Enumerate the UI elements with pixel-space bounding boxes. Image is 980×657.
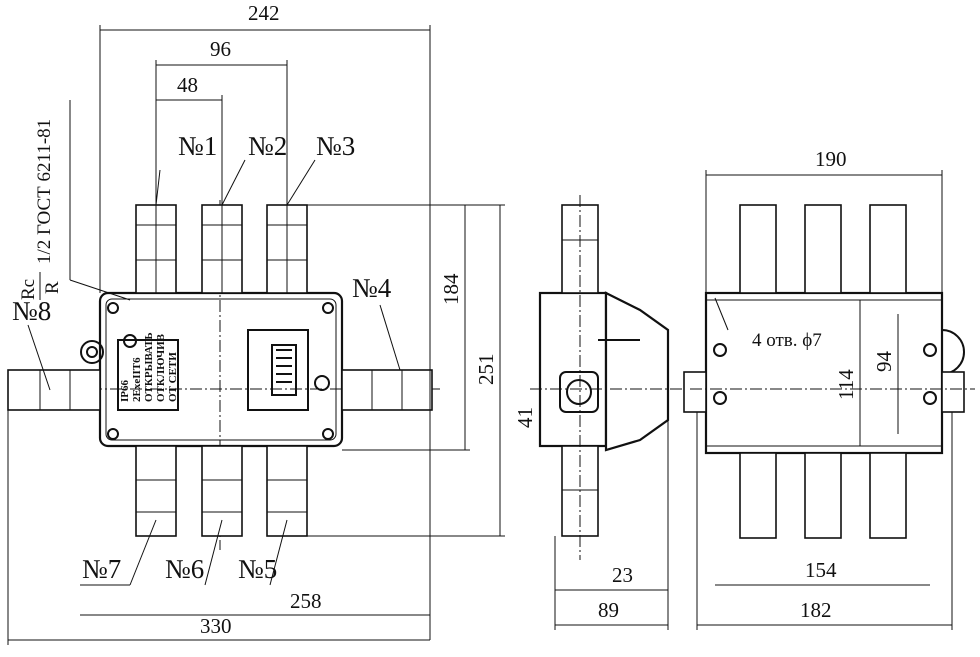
gland-n2 [201,200,243,294]
terminal-window [247,329,309,411]
mount-hole-icon [923,343,937,357]
label-n6: №6 [165,554,204,584]
screw-icon [322,302,334,314]
gland-n6 [201,445,243,537]
dim-330: 330 [200,614,232,638]
gland-n7 [135,445,177,537]
dimension-lines [7,25,953,645]
dim-89: 89 [598,598,619,622]
top-view [683,204,975,539]
plate-line-1: IP66 [119,380,131,403]
plate-line-4: ОТКЛЮЧИВ [155,333,167,402]
top-enclosure [704,291,944,455]
gland-n8 [7,369,101,411]
screw-icon [322,428,334,440]
label-n4: №4 [352,273,392,303]
plate-line-5: ОТ СЕТИ [167,352,179,402]
dim-190: 190 [815,147,847,171]
dim-23: 23 [612,563,633,587]
label-n7: №7 [82,554,121,584]
label-n2: №2 [248,131,287,161]
plate-line-2: 2ExeIIT6 [131,357,143,402]
dim-182: 182 [800,598,832,622]
nameplate [117,339,179,411]
dim-94: 94 [872,351,896,373]
screw-icon [107,302,119,314]
mount-hole-icon [923,391,937,405]
leaders [27,159,729,586]
label-n3: №3 [316,131,355,161]
dim-242: 242 [248,1,280,25]
earth-bolt-icon [80,340,104,364]
side-hex-gland [559,371,599,413]
side-view [530,195,690,560]
mount-hole-icon [713,343,727,357]
dim-41: 41 [513,407,537,428]
thread-spec: 1/2 ГОСТ 6211-81 [34,119,55,264]
holes-note: 4 отв. ϕ7 [752,330,822,351]
label-n8: №8 [12,296,51,326]
front-view: IP66 2ExeIIT6 ОТКРЫВАТЬ ОТКЛЮЧИВ ОТ СЕТИ [10,200,440,550]
internal-earth-icon [123,334,137,348]
front-lid-inner [105,298,337,441]
dim-114: 114 [834,369,858,400]
front-glands-top [135,200,308,294]
dim-96: 96 [210,37,231,61]
dim-48: 48 [177,73,198,97]
side-enclosure [538,291,608,448]
ground-terminal-icon [314,375,330,391]
dim-184: 184 [439,273,463,305]
label-n1: №1 [178,131,217,161]
dim-154: 154 [805,558,837,582]
dim-251: 251 [474,354,498,386]
gland-n5 [266,445,308,537]
label-n5: №5 [238,554,277,584]
thread-r: R [42,281,63,294]
gland-n4 [341,369,433,411]
mount-hole-icon [713,391,727,405]
gland-n3 [266,200,308,294]
dim-258: 258 [290,589,322,613]
side-lid [604,291,670,452]
plate-line-3: ОТКРЫВАТЬ [143,332,155,402]
gland-n1 [135,200,177,294]
thread-rc: Rc [18,279,39,300]
top-earth-ear [941,329,965,375]
screw-icon [107,428,119,440]
front-glands-sides [7,369,433,411]
